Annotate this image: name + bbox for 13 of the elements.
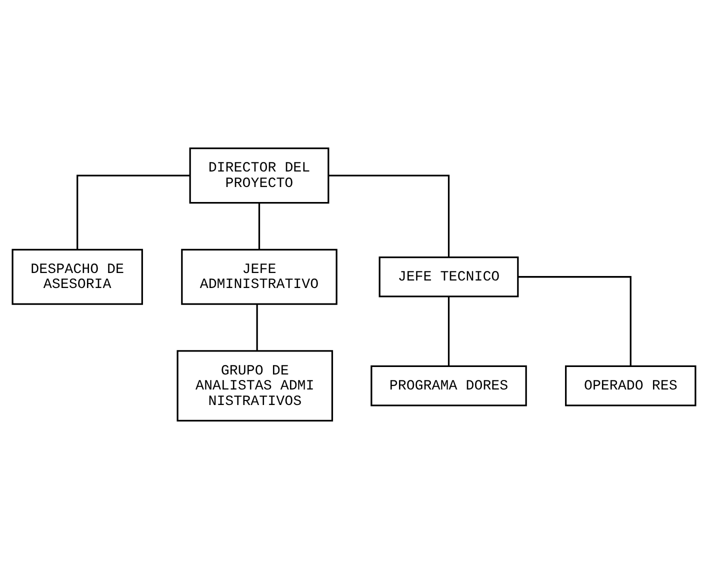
connector	[328, 174, 450, 257]
connector	[76, 174, 190, 250]
connector	[258, 203, 260, 250]
node-box: GRUPO DE ANALISTAS ADMINISTRATIVOS	[176, 350, 334, 422]
node-box: DESPACHO DE ASESORIA	[12, 248, 143, 305]
node-box: PROGRAMA DORES	[370, 365, 527, 406]
connector	[518, 276, 632, 366]
node-box: DIRECTOR DEL PROYECTO	[189, 148, 330, 204]
node-box: JEFE ADMINISTRATIVO	[181, 248, 338, 305]
connector	[448, 296, 450, 366]
node-box: OPERADO RES	[565, 365, 696, 406]
node-box: JEFE TECNICO	[378, 256, 519, 298]
connector	[256, 304, 258, 351]
